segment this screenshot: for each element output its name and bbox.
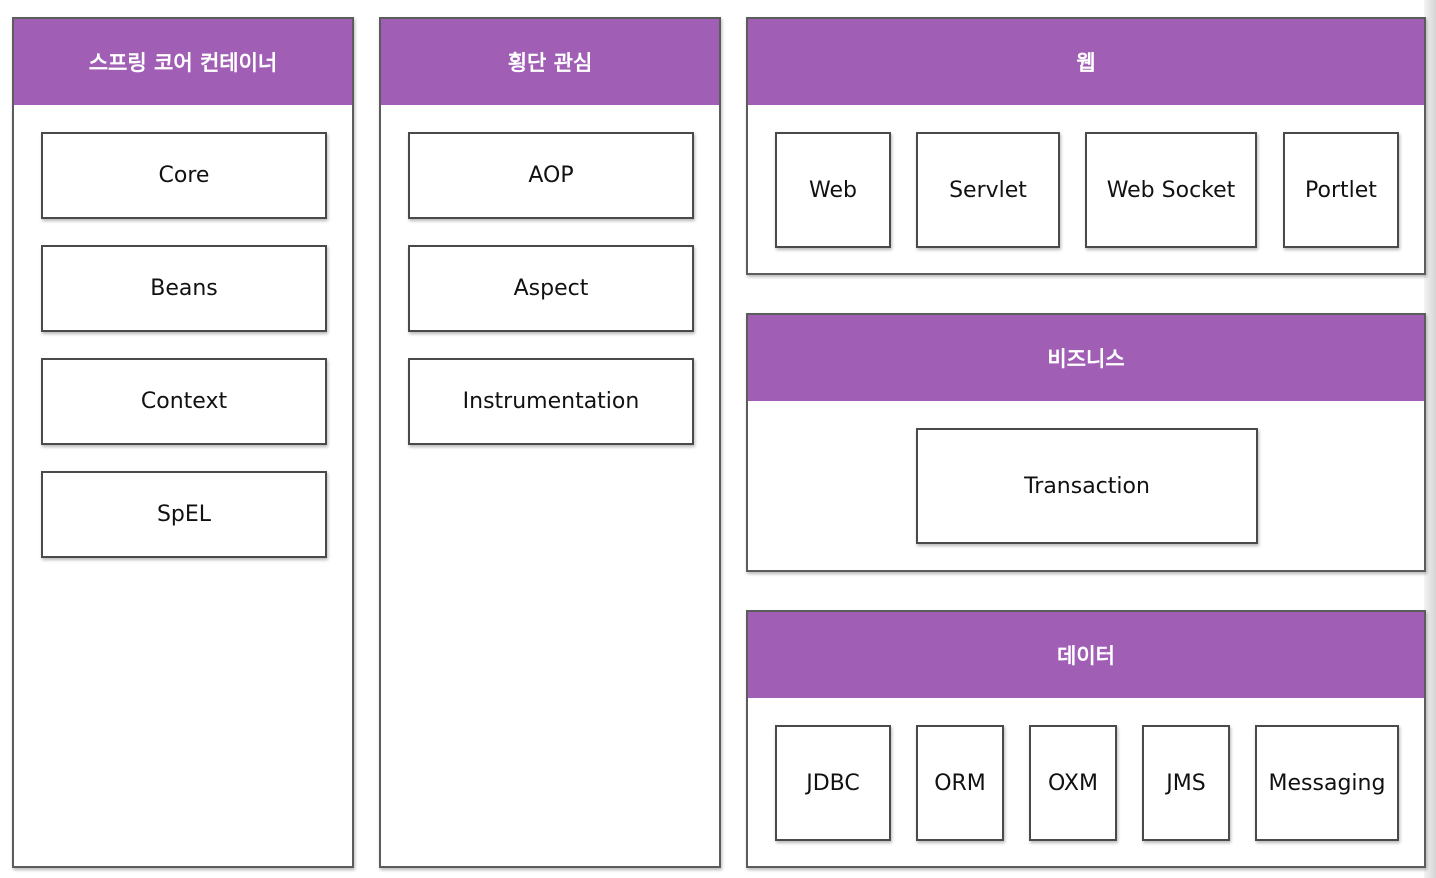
cross-cutting-panel: 횡단 관심 AOP Aspect Instrumentation — [379, 17, 721, 868]
business-title: 비즈니스 — [748, 315, 1424, 401]
web-title: 웹 — [748, 19, 1424, 105]
module-context: Context — [41, 358, 327, 445]
module-aspect: Aspect — [408, 245, 694, 332]
core-container-panel: 스프링 코어 컨테이너 Core Beans Context SpEL — [12, 17, 354, 868]
module-servlet: Servlet — [916, 132, 1060, 248]
module-orm: ORM — [916, 725, 1004, 841]
cross-cutting-title: 횡단 관심 — [381, 19, 719, 105]
data-title: 데이터 — [748, 612, 1424, 698]
module-portlet: Portlet — [1283, 132, 1399, 248]
module-instrumentation: Instrumentation — [408, 358, 694, 445]
module-web: Web — [775, 132, 891, 248]
module-transaction: Transaction — [916, 428, 1258, 544]
module-spel: SpEL — [41, 471, 327, 558]
module-jms: JMS — [1142, 725, 1230, 841]
module-beans: Beans — [41, 245, 327, 332]
core-container-title: 스프링 코어 컨테이너 — [14, 19, 352, 105]
module-jdbc: JDBC — [775, 725, 891, 841]
data-panel: 데이터 JDBC ORM OXM JMS Messaging — [746, 610, 1426, 868]
business-panel: 비즈니스 Transaction — [746, 313, 1426, 572]
module-aop: AOP — [408, 132, 694, 219]
module-core: Core — [41, 132, 327, 219]
module-messaging: Messaging — [1255, 725, 1399, 841]
module-web-socket: Web Socket — [1085, 132, 1257, 248]
module-oxm: OXM — [1029, 725, 1117, 841]
web-panel: 웹 Web Servlet Web Socket Portlet — [746, 17, 1426, 275]
right-edge-shade — [1424, 0, 1436, 878]
